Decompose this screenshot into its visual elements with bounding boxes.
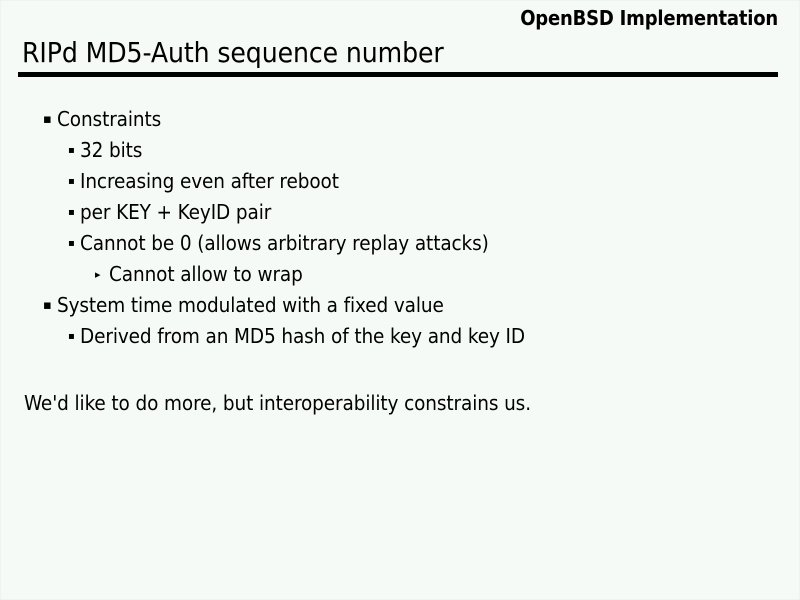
slide-title: RIPd MD5-Auth sequence number [22,36,444,69]
slide-header-label: OpenBSD Implementation [520,6,778,30]
square-bullet-icon: ▪ [43,112,52,127]
bullet-item-label: System time modulated with a fixed value [57,293,444,317]
small-square-bullet-icon: ▪ [68,238,75,249]
bullet-item-label: Constraints [57,107,162,131]
title-divider-rule [18,72,778,77]
bullet-item: ▸ Cannot allow to wrap [0,259,800,290]
bullet-item: ▪ Increasing even after reboot [0,166,800,197]
small-square-bullet-icon: ▪ [68,207,75,218]
bullet-item: ▪ 32 bits [0,135,800,166]
bullet-item: ▪ Cannot be 0 (allows arbitrary replay at… [0,228,800,259]
bullet-item: ▪ Constraints [0,104,800,135]
bullet-item: ▪ per KEY + KeyID pair [0,197,800,228]
bullet-item-label: Cannot be 0 (allows arbitrary replay att… [80,231,489,255]
triangle-bullet-icon: ▸ [95,268,101,281]
bullet-item: ▪ System time modulated with a fixed valu… [0,290,800,321]
slide-bullet-list: ▪ Constraints ▪ 32 bits ▪ Increasing even aft… [0,104,800,352]
closing-paragraph: We'd like to do more, but interoperabili… [24,391,531,415]
bullet-item-label: per KEY + KeyID pair [80,200,272,224]
bullet-item-label: Increasing even after reboot [80,169,339,193]
small-square-bullet-icon: ▪ [68,176,75,187]
square-bullet-icon: ▪ [43,298,52,313]
bullet-item-label: Derived from an MD5 hash of the key and … [80,324,525,348]
small-square-bullet-icon: ▪ [68,331,75,342]
bullet-item: ▪ Derived from an MD5 hash of the key and… [0,321,800,352]
bullet-item-label: 32 bits [80,138,143,162]
small-square-bullet-icon: ▪ [68,145,75,156]
bullet-item-label: Cannot allow to wrap [109,262,303,286]
